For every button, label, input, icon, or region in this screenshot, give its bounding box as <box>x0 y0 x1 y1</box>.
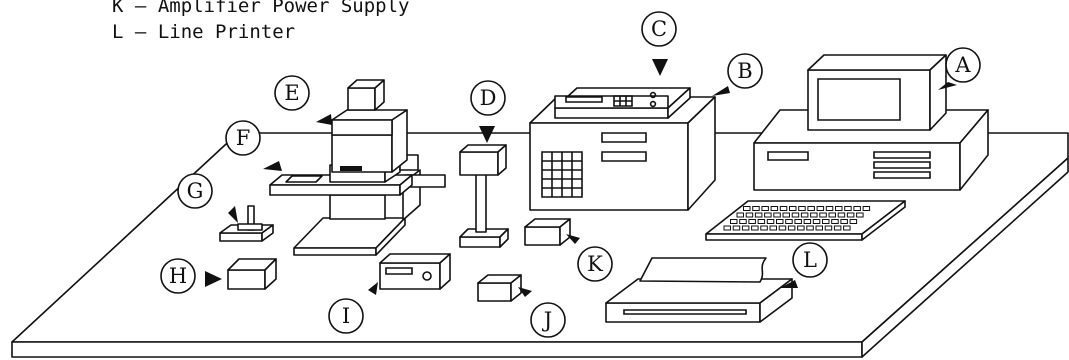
arrow-b <box>712 86 730 96</box>
box-k <box>525 219 570 245</box>
label-text: B <box>737 59 752 83</box>
label-text: D <box>480 86 497 110</box>
label-e: E <box>275 76 309 110</box>
label-text: A <box>954 53 971 77</box>
label-c: C <box>642 12 676 46</box>
label-text: E <box>284 81 299 105</box>
label-a: A <box>946 48 980 82</box>
label-j: J <box>531 303 565 337</box>
arrow-e <box>316 114 332 125</box>
label-d: D <box>471 81 505 115</box>
label-b: B <box>728 54 762 88</box>
label-text: K <box>587 252 603 276</box>
box-i <box>380 254 450 289</box>
label-text: J <box>542 308 552 332</box>
label-text: G <box>187 179 204 203</box>
box-j <box>478 275 521 301</box>
label-text: F <box>236 126 251 150</box>
label-k: K <box>578 247 612 281</box>
instrument-c <box>555 88 690 118</box>
label-text: H <box>169 264 187 288</box>
label-text: I <box>342 304 350 328</box>
label-text: C <box>651 17 667 41</box>
label-l: L <box>793 243 827 277</box>
arrow-c <box>652 59 668 76</box>
label-h: H <box>161 259 195 293</box>
label-text: L <box>803 248 817 272</box>
label-i: I <box>329 299 363 333</box>
box-h <box>228 259 276 289</box>
label-g: G <box>178 174 212 208</box>
label-f: F <box>226 121 260 155</box>
